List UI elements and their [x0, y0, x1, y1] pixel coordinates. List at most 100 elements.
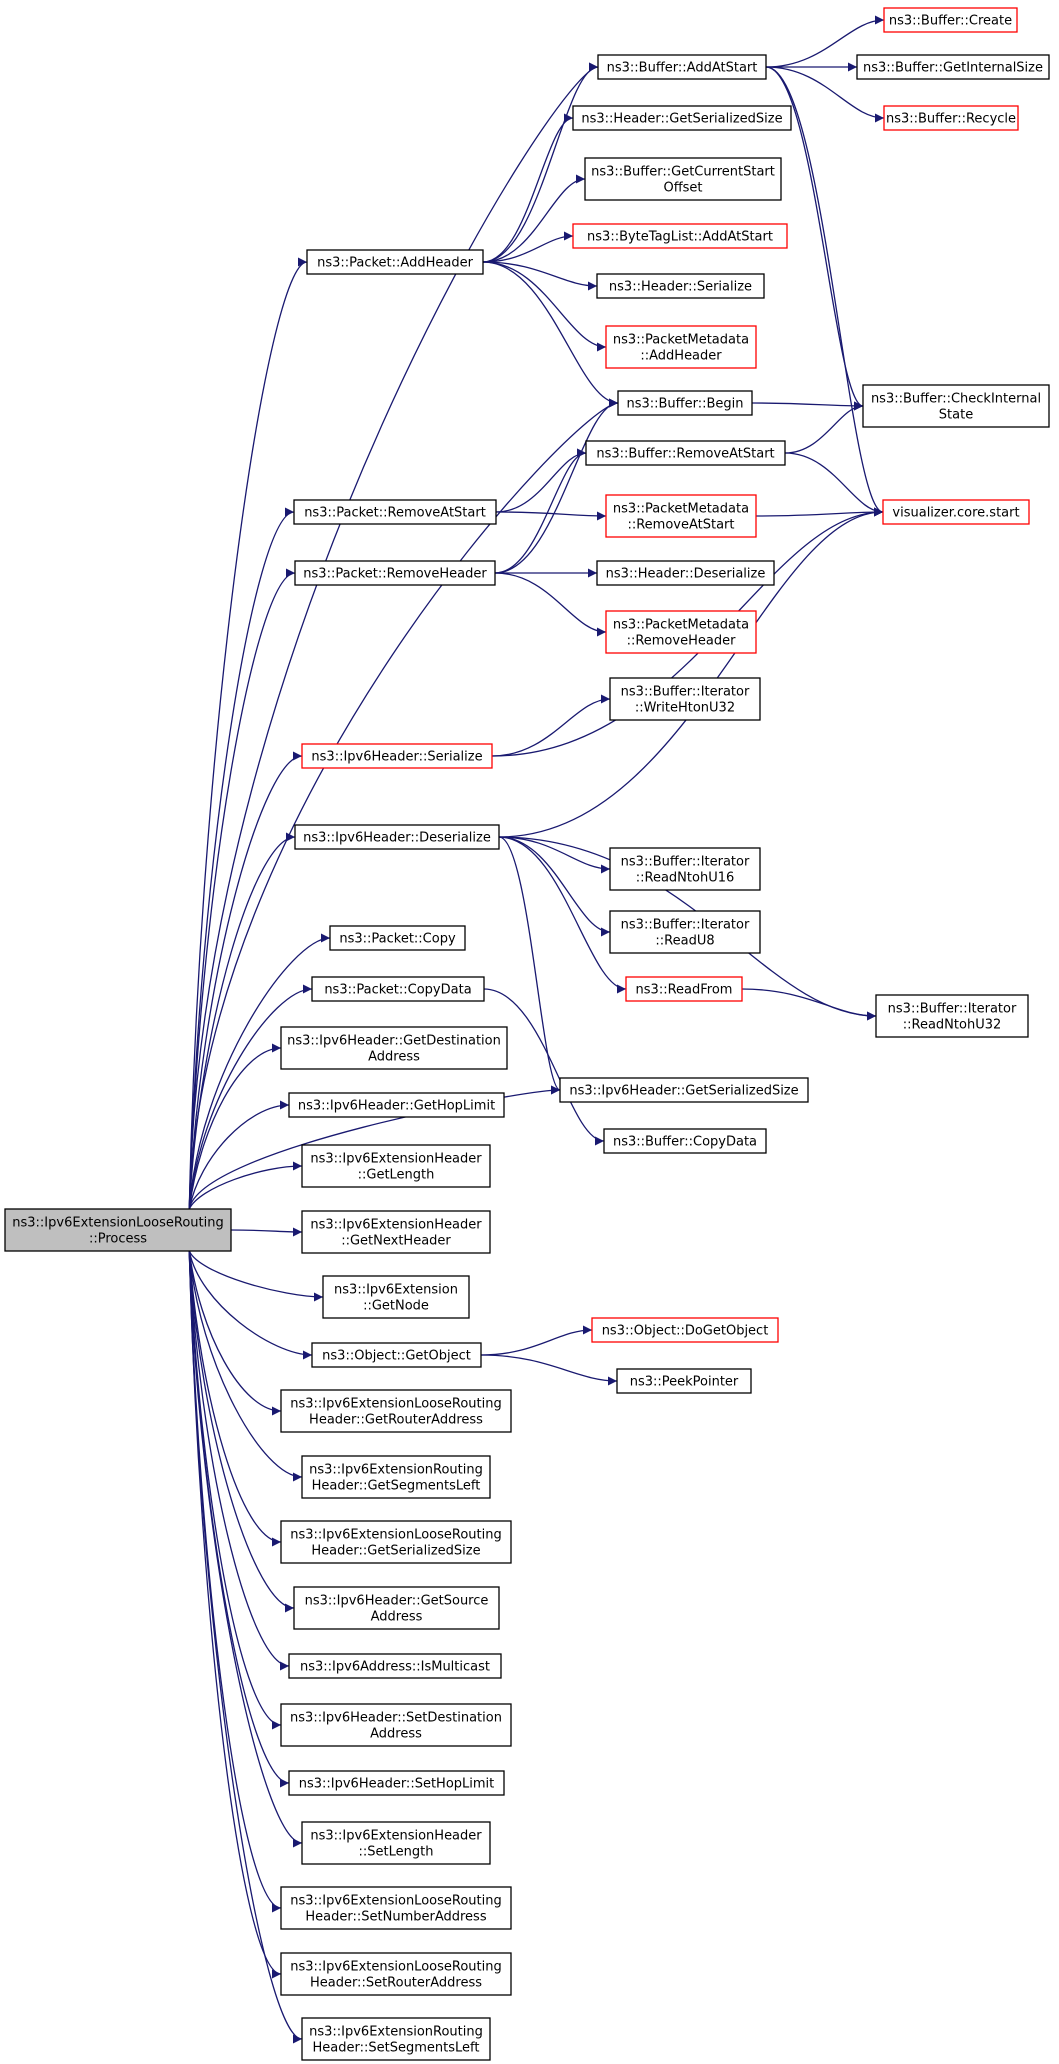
- node-lr-get-serialized-size[interactable]: ns3::Ipv6ExtensionLooseRoutingHeader::Ge…: [280, 1520, 512, 1564]
- edge-add_at_start-to-buf_recycle: [765, 66, 885, 123]
- node-label: ns3::Ipv6ExtensionLooseRouting: [290, 1528, 501, 1543]
- node-box: [883, 105, 1019, 131]
- node-box: [584, 157, 782, 201]
- node-pm-remove-at-start[interactable]: ns3::PacketMetadata::RemoveAtStart: [605, 494, 757, 538]
- node-bytetaglist-add-at-start[interactable]: ns3::ByteTagList::AddAtStart: [572, 223, 788, 249]
- node-ipv6-serialize[interactable]: ns3::Ipv6Header::Serialize: [301, 743, 493, 769]
- edge-pkt_remove_header-to-pm_remove_header: [494, 572, 607, 637]
- edge-buf_begin-to-check_internal_state: [751, 401, 864, 411]
- edge-process-to-ext_get_node: [188, 1250, 324, 1302]
- node-label: ::Process: [89, 1232, 147, 1247]
- node-box: [301, 743, 493, 769]
- node-visualizer-start[interactable]: visualizer.core.start: [882, 499, 1030, 525]
- node-ipv6-get-serialized-size[interactable]: ns3::Ipv6Header::GetSerializedSize: [559, 1077, 809, 1103]
- node-label: ::ReadNtohU16: [636, 871, 735, 886]
- edge-process-to-buf_begin: [188, 398, 619, 1210]
- node-label: ns3::Object::DoGetObject: [602, 1324, 769, 1339]
- node-ipv6-deserialize[interactable]: ns3::Ipv6Header::Deserialize: [294, 824, 500, 850]
- node-is-multicast[interactable]: ns3::Ipv6Address::IsMulticast: [288, 1653, 502, 1679]
- node-label: ::GetNextHeader: [341, 1234, 451, 1249]
- node-buf-recycle[interactable]: ns3::Buffer::Recycle: [883, 105, 1019, 131]
- node-pkt-copy[interactable]: ns3::Packet::Copy: [329, 925, 466, 951]
- node-buf-begin[interactable]: ns3::Buffer::Begin: [617, 390, 753, 416]
- node-label: ns3::PacketMetadata: [613, 502, 749, 517]
- node-lr-get-router-address[interactable]: ns3::Ipv6ExtensionLooseRoutingHeader::Ge…: [280, 1389, 512, 1433]
- node-label: ns3::Ipv6ExtensionLooseRouting: [12, 1216, 223, 1231]
- node-pkt-remove-at-start[interactable]: ns3::Packet::RemoveAtStart: [293, 499, 497, 525]
- edge-obj_get_object-to-obj_do_get_object: [480, 1325, 593, 1356]
- node-hdr-serialize[interactable]: ns3::Header::Serialize: [596, 273, 765, 299]
- node-obj-get-object[interactable]: ns3::Object::GetObject: [311, 1342, 482, 1368]
- node-label: ns3::ReadFrom: [636, 983, 733, 998]
- node-label: ns3::Buffer::Recycle: [886, 112, 1016, 127]
- edge-process-to-ext_get_next_header: [230, 1227, 303, 1237]
- node-add-at-start[interactable]: ns3::Buffer::AddAtStart: [597, 54, 767, 80]
- node-box: [329, 925, 466, 951]
- node-label: Header::SetRouterAddress: [310, 1976, 482, 1991]
- node-box: [293, 1586, 500, 1630]
- node-pkt-remove-header[interactable]: ns3::Packet::RemoveHeader: [294, 560, 496, 586]
- node-label: ::SetLength: [359, 1845, 434, 1860]
- node-rh-set-segments-left[interactable]: ns3::Ipv6ExtensionRoutingHeader::SetSegm…: [301, 2017, 491, 2061]
- node-read-u8[interactable]: ns3::Buffer::Iterator::ReadU8: [609, 910, 761, 954]
- edge-process-to-pkt_remove_header: [188, 568, 296, 1210]
- node-box: [559, 1077, 809, 1103]
- node-get-hop-limit[interactable]: ns3::Ipv6Header::GetHopLimit: [288, 1092, 505, 1118]
- node-ext-set-length[interactable]: ns3::Ipv6ExtensionHeader::SetLength: [301, 1821, 491, 1865]
- node-box: [616, 1368, 752, 1394]
- node-write-hton-u32[interactable]: ns3::Buffer::Iterator::WriteHtonU32: [609, 677, 761, 721]
- node-peek-pointer[interactable]: ns3::PeekPointer: [616, 1368, 752, 1394]
- node-rh-get-segments-left[interactable]: ns3::Ipv6ExtensionRoutingHeader::GetSegm…: [301, 1455, 491, 1499]
- node-ext-get-length[interactable]: ns3::Ipv6ExtensionHeader::GetLength: [301, 1144, 491, 1188]
- node-box: [293, 499, 497, 525]
- node-box: [605, 325, 757, 369]
- node-buf-create[interactable]: ns3::Buffer::Create: [883, 7, 1018, 33]
- node-box: [311, 1342, 482, 1368]
- edge-process-to-lr_get_serialized_size: [188, 1250, 282, 1547]
- node-label: ns3::Ipv6ExtensionLooseRouting: [290, 1960, 501, 1975]
- node-label: ::RemoveAtStart: [627, 518, 734, 533]
- node-label: ns3::Header::Deserialize: [606, 567, 766, 582]
- node-label: ns3::Ipv6Header::Serialize: [311, 750, 482, 765]
- node-pm-add-header[interactable]: ns3::PacketMetadata::AddHeader: [605, 325, 757, 369]
- node-buf-remove-at-start[interactable]: ns3::Buffer::RemoveAtStart: [585, 440, 786, 466]
- edge-process-to-rh_get_segments_left: [188, 1250, 303, 1482]
- node-box: [883, 7, 1018, 33]
- node-read-ntoh-u32[interactable]: ns3::Buffer::Iterator::ReadNtohU32: [875, 994, 1029, 1038]
- node-pkt-copy-data[interactable]: ns3::Packet::CopyData: [311, 976, 485, 1002]
- node-box: [280, 1520, 512, 1564]
- node-box: [591, 1317, 779, 1343]
- node-buf-copy-data[interactable]: ns3::Buffer::CopyData: [603, 1128, 767, 1154]
- node-hdr-get-serialized-size[interactable]: ns3::Header::GetSerializedSize: [572, 105, 792, 131]
- node-read-ntoh-u16[interactable]: ns3::Buffer::Iterator::ReadNtohU16: [609, 847, 761, 891]
- node-lr-set-router-address[interactable]: ns3::Ipv6ExtensionLooseRoutingHeader::Se…: [280, 1952, 512, 1996]
- node-read-from[interactable]: ns3::ReadFrom: [625, 976, 743, 1002]
- node-label: ns3::Ipv6ExtensionRouting: [309, 2025, 483, 2040]
- node-pkt-add-header[interactable]: ns3::Packet::AddHeader: [306, 249, 484, 275]
- node-process[interactable]: ns3::Ipv6ExtensionLooseRouting::Process: [4, 1208, 232, 1252]
- node-ext-get-node[interactable]: ns3::Ipv6Extension::GetNode: [322, 1275, 470, 1319]
- node-obj-do-get-object[interactable]: ns3::Object::DoGetObject: [591, 1317, 779, 1343]
- edge-process-to-ipv6_deserialize: [188, 832, 296, 1210]
- node-set-hop-limit[interactable]: ns3::Ipv6Header::SetHopLimit: [288, 1770, 505, 1796]
- node-label: ns3::Ipv6ExtensionLooseRouting: [290, 1894, 501, 1909]
- edge-pkt_remove_header-to-buf_remove_at_start: [494, 448, 587, 574]
- edge-ipv6_deserialize-to-read_u8: [498, 836, 611, 937]
- edge-pkt_copy_data-to-buf_copy_data: [483, 988, 605, 1146]
- node-label: ns3::Ipv6Header::GetHopLimit: [298, 1099, 495, 1114]
- node-get-internal-size[interactable]: ns3::Buffer::GetInternalSize: [856, 54, 1050, 80]
- node-ext-get-next-header[interactable]: ns3::Ipv6ExtensionHeader::GetNextHeader: [301, 1210, 491, 1254]
- node-box: [856, 54, 1050, 80]
- edge-pkt_add_header-to-buf_begin: [482, 261, 619, 408]
- node-lr-set-number-address[interactable]: ns3::Ipv6ExtensionLooseRoutingHeader::Se…: [280, 1886, 512, 1930]
- edge-add_at_start-to-visualizer_start: [765, 66, 884, 517]
- node-label: ns3::Header::Serialize: [609, 280, 752, 295]
- node-pm-remove-header[interactable]: ns3::PacketMetadata::RemoveHeader: [605, 610, 757, 654]
- node-hdr-deserialize[interactable]: ns3::Header::Deserialize: [596, 560, 775, 586]
- node-label: Header::GetRouterAddress: [309, 1413, 483, 1428]
